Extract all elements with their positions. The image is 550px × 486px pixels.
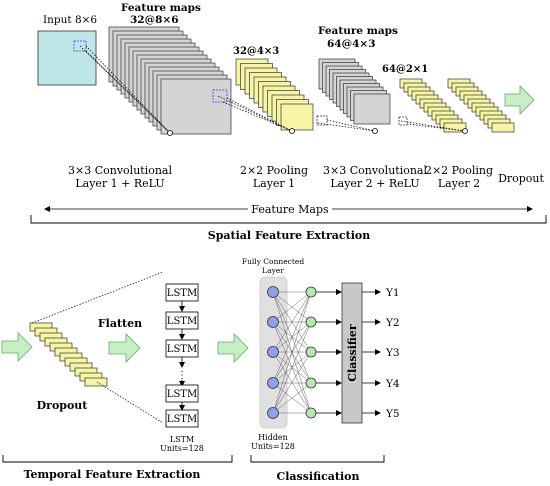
fc-layer-label-line2: Layer (262, 266, 284, 275)
lstm-cell: LSTM (165, 384, 199, 403)
spatial-section-title: Spatial Feature Extraction (208, 229, 370, 242)
lstm-caption-line2: Units=128 (160, 444, 204, 453)
output-label: Y2 (385, 317, 400, 329)
fc-connections (272, 291, 312, 414)
pool2-stack-b (447, 78, 515, 133)
hidden-label-line1: Hidden (258, 433, 288, 442)
pool2-output-point (462, 128, 468, 134)
pool2-stack-a (399, 78, 467, 133)
svg-text:LSTM: LSTM (167, 288, 197, 299)
dropout-arrow-icon (504, 85, 535, 115)
hidden-node (267, 346, 279, 358)
lstm-cell: LSTM (165, 339, 199, 358)
conv1-output-point (167, 130, 173, 136)
conv1-feature-map-stack (108, 26, 232, 135)
lstm-cell: LSTM (165, 283, 199, 302)
conv1-kernel-window (212, 89, 228, 103)
flatten-label: Flatten (98, 317, 142, 330)
svg-text:LSTM: LSTM (167, 389, 197, 400)
classification-section-bracket (250, 455, 385, 463)
dropout-feature-stack (29, 322, 108, 387)
svg-text:LSTM: LSTM (167, 414, 197, 425)
hidden-node (267, 286, 279, 298)
hidden-node (267, 377, 279, 389)
feature-map-sheet (84, 377, 108, 387)
output-label: Y3 (385, 347, 400, 359)
hidden-node (267, 316, 279, 328)
conv2-caption-line1: 3×3 Convolutional (323, 164, 427, 177)
conv2-caption-line2: Layer 2 + ReLU (330, 177, 419, 190)
pool1-dims: 32@4×3 (233, 46, 279, 57)
pool2-dims: 64@2×1 (382, 64, 428, 75)
pool1-feature-map-stack (235, 58, 314, 131)
classification-section-title: Classification (276, 470, 359, 483)
lstm-cell: LSTM (165, 311, 199, 330)
svg-text:LSTM: LSTM (167, 316, 197, 327)
connection-edge (272, 291, 312, 414)
input-map (37, 30, 97, 86)
input-arrow-icon (1, 332, 33, 362)
feature-map-sheet (353, 93, 391, 125)
hidden-node (267, 407, 279, 419)
feature-map-sheet (160, 78, 232, 135)
conv1-caption-line2: Layer 1 + ReLU (75, 177, 164, 190)
spatial-section: Input 8×6 Feature maps 32@8×6 32@4×3 Fea… (30, 2, 547, 242)
output-node (305, 377, 317, 389)
fm1-title: Feature maps (121, 2, 201, 14)
output-node (305, 286, 317, 298)
output-nodes (305, 286, 342, 419)
classification-arrow-icon (217, 333, 249, 363)
temporal-section-bracket (2, 455, 233, 463)
output-label: Y5 (385, 408, 400, 420)
conv2-output-point (372, 128, 378, 134)
temporal-dropout-label: Dropout (37, 399, 89, 412)
connection-edge (272, 351, 312, 414)
fc-layer-label-line1: Fully Connected (242, 257, 304, 266)
pool1-caption-line2: Layer 1 (253, 177, 295, 190)
fm2-dims: 64@4×3 (327, 38, 376, 50)
connection-edge (272, 291, 312, 353)
projection-lines (79, 45, 466, 134)
spatial-section-bracket (30, 215, 547, 224)
classification-section: Fully Connected Layer Hidden Units=128 C… (217, 257, 400, 483)
pool1-kernel-window (316, 115, 328, 126)
output-label: Y4 (385, 378, 400, 390)
pool1-caption-line1: 2×2 Pooling (240, 164, 308, 177)
output-node (305, 407, 317, 419)
temporal-section-title: Temporal Feature Extraction (24, 468, 201, 481)
conv2-kernel-window (398, 116, 408, 126)
connection-edge (272, 291, 312, 323)
hidden-label-line2: Units=128 (251, 442, 295, 451)
feature-maps-span-label: Feature Maps (251, 203, 329, 216)
classifier-box (341, 282, 363, 424)
pool1-output-point (289, 128, 295, 134)
lstm-cell: LSTM (165, 409, 199, 428)
connection-edge (272, 291, 312, 384)
output-node (305, 316, 317, 328)
feature-map-sheet (280, 103, 314, 131)
output-label: Y1 (385, 287, 400, 299)
flatten-arrow-icon (108, 333, 141, 363)
svg-text:LSTM: LSTM (167, 344, 197, 355)
input-label: Input 8×6 (43, 14, 97, 26)
conv2-feature-map-stack (318, 58, 391, 125)
pool2-caption-line2: Layer 2 (438, 177, 480, 190)
classifier-label: Classifier (346, 324, 359, 382)
lstm-ellipsis: ⋮ (177, 370, 187, 381)
spatial-dropout-label: Dropout (498, 172, 544, 185)
hidden-nodes (267, 286, 279, 419)
connection-edge (272, 382, 312, 414)
fm2-title: Feature maps (318, 25, 398, 37)
pool2-caption-line1: 2×2 Pooling (425, 164, 493, 177)
connection-edge (272, 321, 312, 414)
feature-map-sheet (491, 122, 515, 133)
fm1-dims: 32@8×6 (130, 14, 179, 26)
temporal-section: Dropout Flatten LSTM LSTM LSTM ⋮ LSTM LS (1, 271, 233, 481)
output-node (305, 346, 317, 358)
lstm-caption-line1: LSTM (170, 435, 194, 444)
conv1-caption-line1: 3×3 Convolutional (68, 164, 172, 177)
